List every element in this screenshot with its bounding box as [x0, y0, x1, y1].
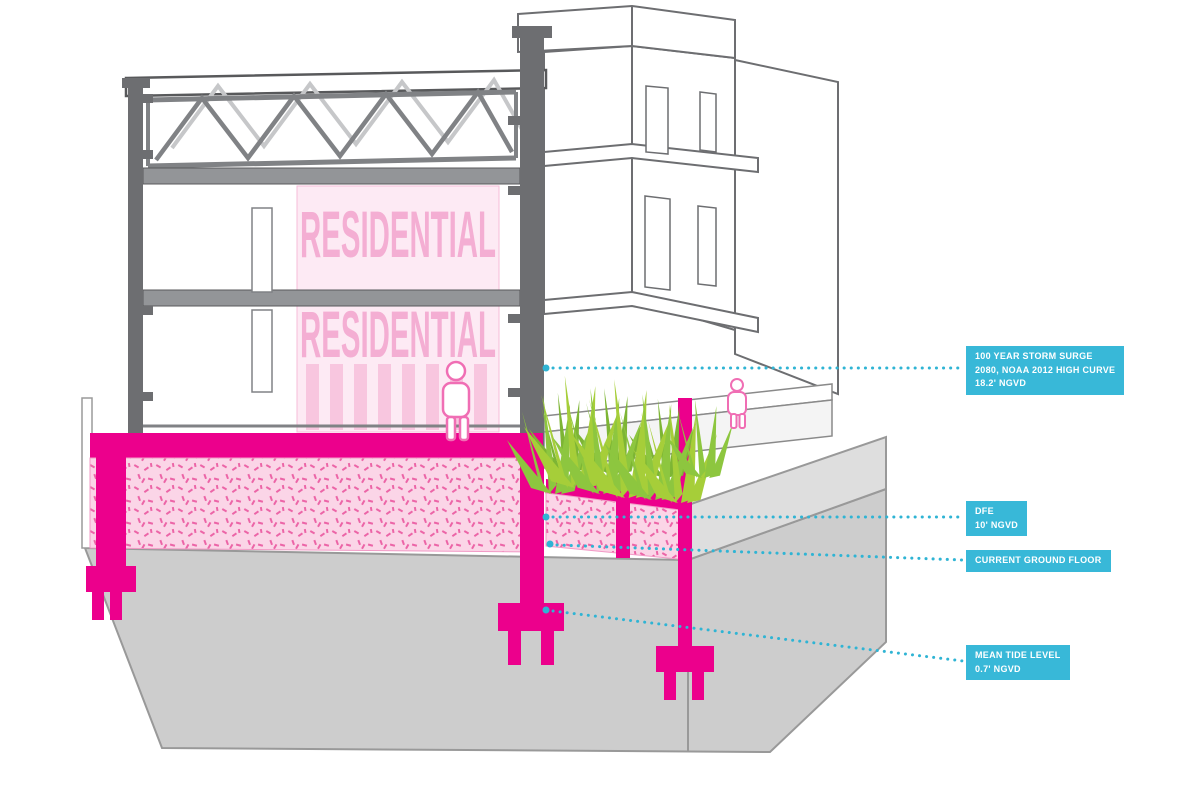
- exterior-building: [517, 4, 839, 469]
- windows: [644, 85, 717, 291]
- person-figure-large-icon: [441, 360, 471, 442]
- leader-dot-mean-tide: [542, 606, 550, 614]
- callout-dfe-line2: 10' NGVD: [975, 519, 1019, 530]
- callout-storm-surge: 100 YEAR STORM SURGE 2080, NOAA 2012 HIG…: [966, 346, 1125, 395]
- speckled-fill-left: [89, 457, 544, 553]
- person-figure-small-icon: [727, 378, 747, 429]
- callout-storm-surge-line1: 100 YEAR STORM SURGE: [975, 351, 1093, 361]
- residential-label-lower: RESIDENTIAL: [300, 297, 496, 371]
- callout-current-ground-floor-line1: CURRENT GROUND FLOOR: [975, 555, 1102, 565]
- roof-structure: [124, 68, 548, 169]
- leader-dot-dfe: [542, 513, 550, 521]
- callout-mean-tide-line1: MEAN TIDE LEVEL: [975, 650, 1061, 660]
- callout-storm-surge-line3: 18.2' NGVD: [975, 378, 1027, 388]
- middle-column: [520, 28, 544, 460]
- leader-dot-storm-surge: [542, 364, 550, 372]
- far-right-wall: [734, 58, 839, 396]
- residential-label-upper: RESIDENTIAL: [300, 197, 496, 271]
- callout-storm-surge-line2: 2080, NOAA 2012 HIGH CURVE: [975, 364, 1116, 375]
- roof-trusses: [146, 87, 518, 169]
- columns: [122, 26, 552, 460]
- leader-mean-tide: [551, 609, 965, 663]
- window-frame-lower: [251, 309, 273, 393]
- leader-lines: [542, 364, 965, 663]
- callout-dfe-line1: DFE: [975, 506, 994, 516]
- floor-slabs: [142, 167, 521, 428]
- grade-beam: [90, 433, 543, 458]
- callout-mean-tide: MEAN TIDE LEVEL 0.7' NGVD: [966, 645, 1070, 680]
- leader-dot-ground-floor: [546, 540, 554, 548]
- callout-current-ground-floor: CURRENT GROUND FLOOR: [966, 550, 1111, 572]
- callout-mean-tide-line2: 0.7' NGVD: [975, 663, 1021, 674]
- callout-dfe: DFE 10' NGVD: [966, 501, 1028, 536]
- window-frame-upper: [251, 207, 273, 293]
- left-column: [128, 80, 143, 433]
